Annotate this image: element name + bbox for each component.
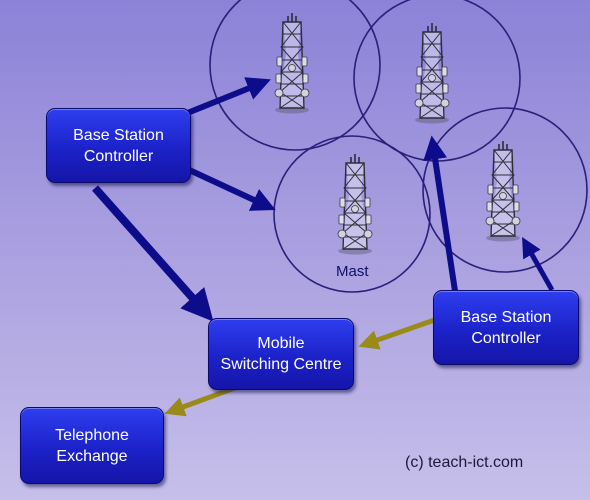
- cell-circle-center: [273, 135, 431, 293]
- bsc-left-label-line1: Base Station: [73, 126, 164, 144]
- exchange-box[interactable]: Telephone Exchange: [20, 407, 164, 484]
- exchange-label-line2: Exchange: [56, 447, 128, 465]
- bsc-right-box[interactable]: Base Station Controller: [433, 290, 579, 365]
- tower-icon: [337, 153, 373, 256]
- mast-label: Mast: [336, 263, 369, 280]
- bsc-right-label-line2: Controller: [471, 329, 541, 347]
- exchange-label-line1: Telephone: [55, 426, 129, 444]
- link-bsc-to-mast-2: [183, 165, 276, 211]
- bsc-left-box[interactable]: Base Station Controller: [46, 108, 191, 183]
- cell-circle-top-left: [209, 0, 381, 151]
- bsc-right-label-line1: Base Station: [460, 308, 552, 326]
- msc-box[interactable]: Mobile Switching Centre: [208, 318, 354, 390]
- tower-icon: [274, 12, 310, 115]
- link-msc-to-exchange: [164, 383, 241, 417]
- cell-circle-right: [422, 107, 588, 273]
- tower-icon: [485, 140, 521, 243]
- msc-label-line1: Mobile: [257, 335, 305, 352]
- link-bsc-right-to-mast-4: [522, 237, 555, 292]
- bsc-left-label-line2: Controller: [83, 147, 154, 165]
- link-bsc-right-to-mast-3: [423, 135, 458, 292]
- tower-icon: [414, 22, 450, 125]
- msc-label-line2: Switching Centre: [220, 356, 342, 373]
- link-bsc-to-msc: [92, 185, 214, 322]
- credit-label: (c) teach-ict.com: [405, 454, 524, 471]
- link-bsc-right-to-msc: [358, 315, 441, 350]
